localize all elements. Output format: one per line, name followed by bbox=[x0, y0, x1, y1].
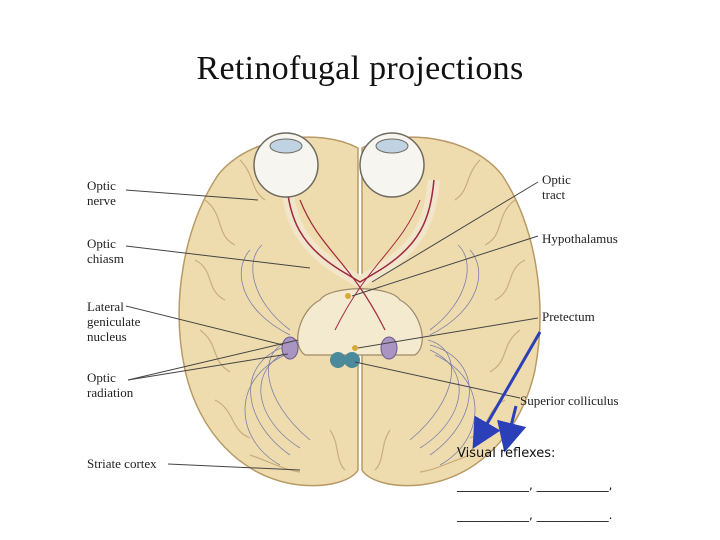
blank-line-2: ____________, ____________. bbox=[457, 508, 612, 522]
brain-illustration bbox=[179, 133, 540, 486]
blank-line-1: ____________, ____________, bbox=[457, 478, 612, 492]
visual-reflexes-label: Visual reflexes: bbox=[457, 446, 555, 461]
pretectum bbox=[352, 345, 358, 351]
label-pretectum: Pretectum bbox=[542, 309, 595, 324]
right-lgn bbox=[381, 337, 397, 359]
label-superior-colliculus: Superior colliculus bbox=[520, 393, 619, 408]
label-striate-cortex: Striate cortex bbox=[87, 456, 157, 471]
superior-colliculus bbox=[330, 352, 346, 368]
label-hypothalamus: Hypothalamus bbox=[542, 231, 618, 246]
hypothalamus bbox=[345, 293, 351, 299]
